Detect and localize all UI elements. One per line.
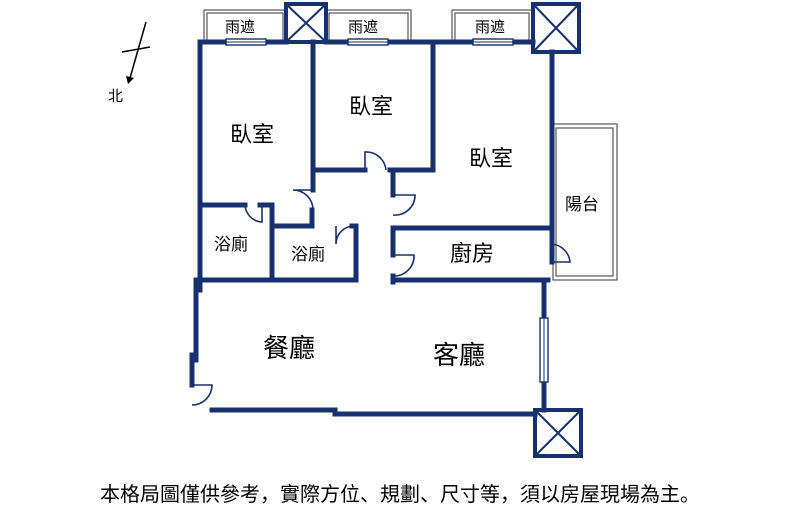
structural-columns [284,2,583,458]
compass-needle [129,21,147,79]
bedroom-label: 臥室 [230,123,274,148]
rain-shelter-label: 雨遮 [475,18,505,36]
door-icon [551,243,571,263]
room-labels: 雨遮 雨遮 雨遮 臥室 臥室 臥室 浴廁 浴廁 廚房 陽台 餐廳 客廳 [214,18,599,371]
compass-crossbar [121,46,151,53]
floor-plan: 北 [108,2,618,458]
door-icon [364,151,387,171]
bathroom-label: 浴廁 [214,234,248,255]
balcony-label: 陽台 [565,195,599,215]
door-icon [244,204,263,223]
door-icon [392,194,416,216]
north-label: 北 [108,87,123,105]
rain-shelter-label: 雨遮 [348,18,378,36]
door-icon [191,384,213,406]
bedroom-label: 臥室 [469,147,513,172]
living-room-label: 客廳 [433,341,485,371]
kitchen-label: 廚房 [450,242,494,267]
door-icon [335,225,355,245]
rain-shelter-label: 雨遮 [225,18,255,36]
door-icon [292,189,314,211]
bathroom-label: 浴廁 [291,244,325,265]
bedroom-label: 臥室 [349,95,393,120]
doors [191,151,571,406]
column-icon [533,408,583,458]
column-icon [531,2,581,54]
compass: 北 [108,21,151,105]
column-icon [284,2,328,44]
windows [225,38,549,383]
compass-arrow-icon [126,76,134,84]
door-icon [392,254,415,277]
dining-room-label: 餐廳 [263,334,315,364]
disclaimer-text: 本格局圖僅供參考，實際方位、規劃、尺寸等，須以房屋現場為主。 [100,482,700,506]
